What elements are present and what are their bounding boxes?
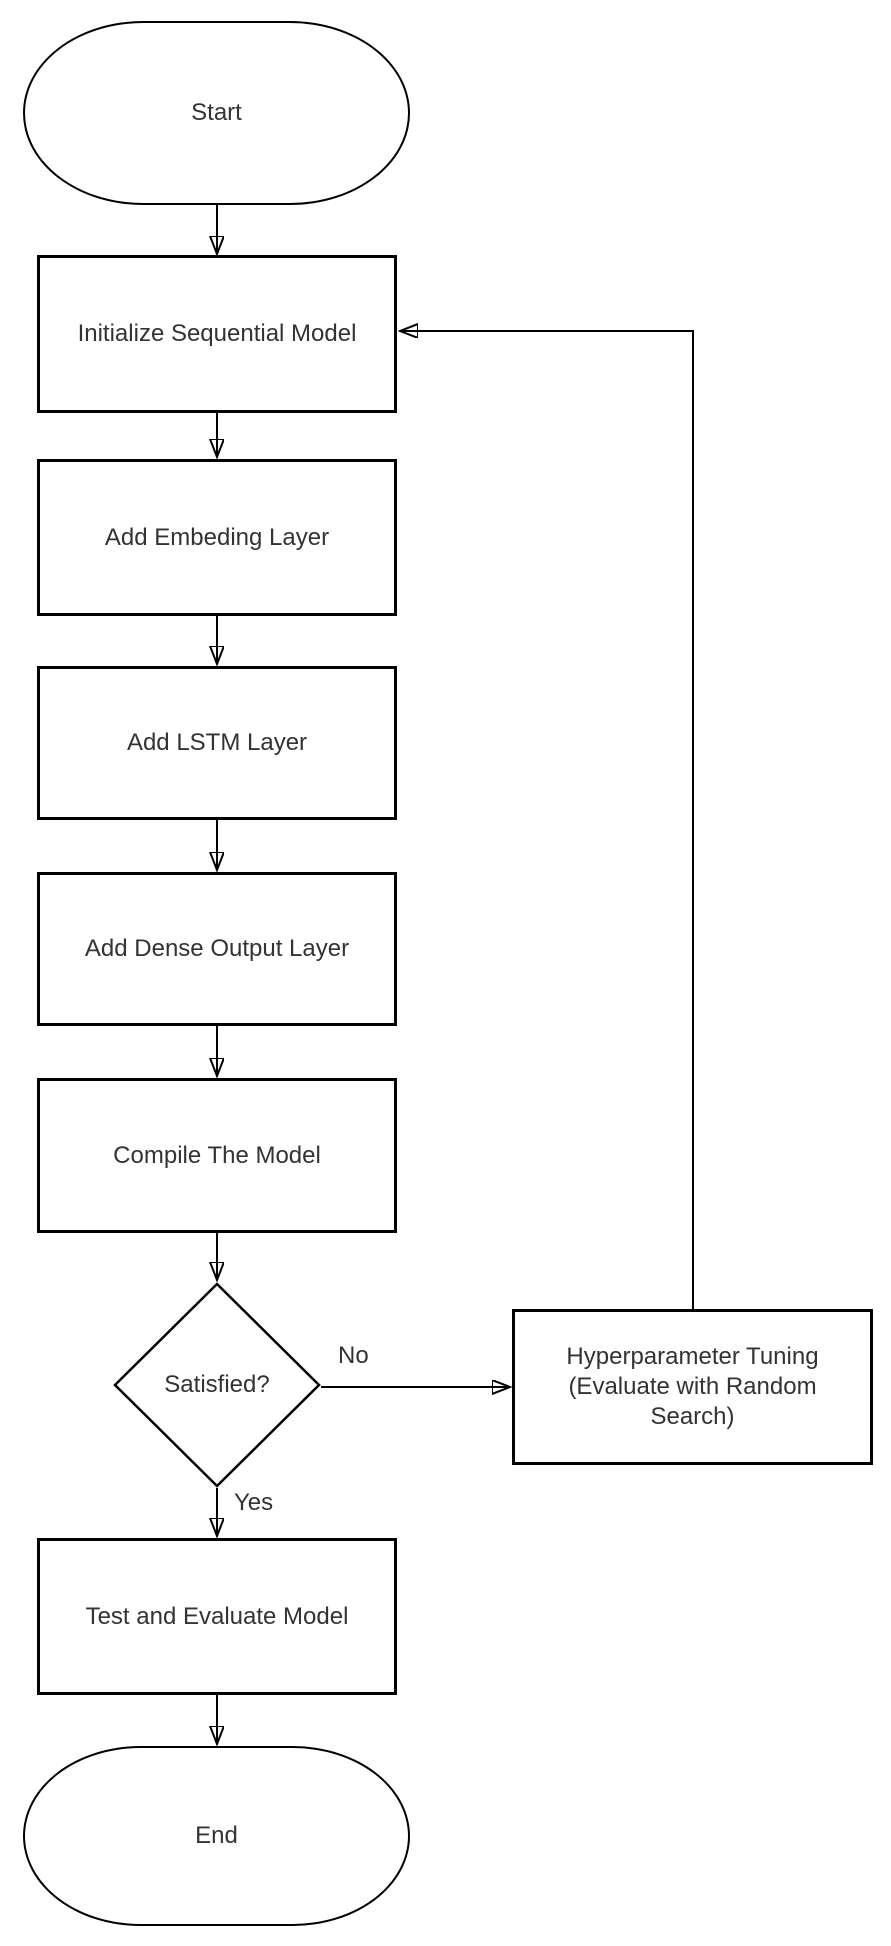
- start-label: Start: [191, 99, 242, 126]
- yes-edge-label: Yes: [232, 1489, 276, 1517]
- satisfied-decision-node: Satisfied?: [113, 1282, 321, 1488]
- initialize-sequential-model-node: Initialize Sequential Model: [37, 255, 397, 413]
- initialize-sequential-model-label: Initialize Sequential Model: [77, 320, 357, 347]
- hyperparameter-tuning-node: Hyperparameter Tuning (Evaluate with Ran…: [512, 1309, 873, 1465]
- start-node: Start: [23, 21, 410, 205]
- test-evaluate-model-node: Test and Evaluate Model: [37, 1538, 397, 1695]
- hyperparameter-tuning-label: Hyperparameter Tuning (Evaluate with Ran…: [566, 1343, 819, 1430]
- no-edge-label: No: [336, 1342, 371, 1370]
- add-dense-output-layer-label: Add Dense Output Layer: [84, 935, 350, 962]
- add-embedding-layer-node: Add Embeding Layer: [37, 459, 397, 616]
- add-dense-output-layer-node: Add Dense Output Layer: [37, 872, 397, 1026]
- test-evaluate-model-label: Test and Evaluate Model: [85, 1602, 349, 1630]
- edge-hyper-feedback: [401, 331, 694, 1309]
- end-node: End: [23, 1746, 410, 1926]
- end-label: End: [195, 1822, 238, 1849]
- add-lstm-layer-label: Add LSTM Layer: [126, 729, 308, 756]
- add-lstm-layer-node: Add LSTM Layer: [37, 666, 397, 820]
- compile-model-label: Compile The Model: [113, 1141, 321, 1169]
- compile-model-node: Compile The Model: [37, 1078, 397, 1233]
- diamond-shape: [113, 1282, 321, 1488]
- add-embedding-layer-label: Add Embeding Layer: [104, 523, 330, 551]
- satisfied-label: Satisfied?: [164, 1371, 270, 1398]
